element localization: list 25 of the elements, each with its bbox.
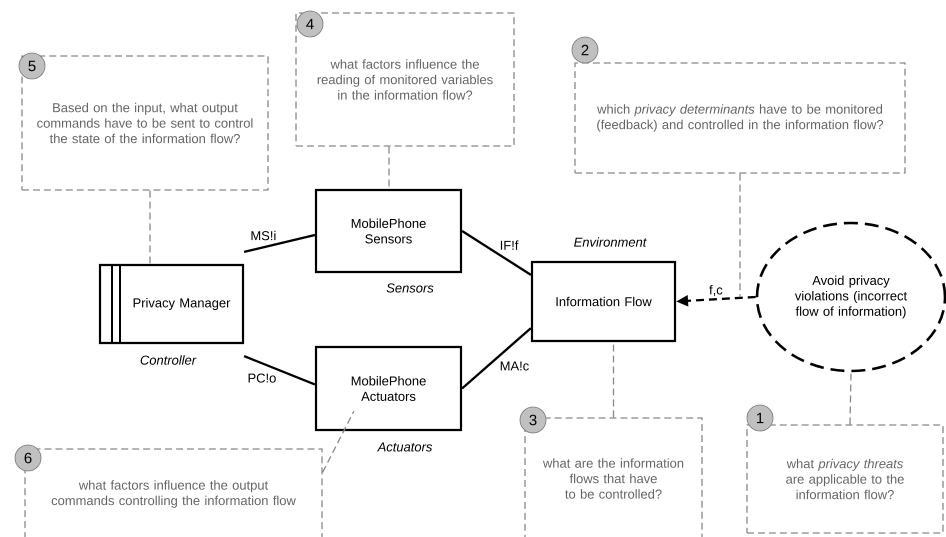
role-label: Environment xyxy=(574,237,647,247)
edge-label: MA!c xyxy=(500,361,529,371)
edge-label: PC!o xyxy=(248,373,276,383)
connector-line xyxy=(244,355,316,386)
connector-line xyxy=(244,234,316,253)
leader-line xyxy=(388,146,390,189)
question-box: what privacy threats are applicable to the information flow? xyxy=(746,424,944,534)
leader-line xyxy=(739,174,741,297)
role-label: Controller xyxy=(140,355,196,365)
leader-line xyxy=(849,372,852,424)
role-label: Sensors xyxy=(386,283,434,293)
question-box: which privacy determinants have to be monitored (feedback) and controlled in the information flow? xyxy=(574,62,906,174)
process-box: MobilePhone Sensors xyxy=(314,188,462,274)
leader-line xyxy=(322,410,354,473)
role-label: Actuators xyxy=(377,442,432,452)
process-box: Privacy Manager xyxy=(98,264,244,344)
connector-line xyxy=(462,230,532,276)
process-box: Information Flow xyxy=(530,260,676,342)
process-box: MobilePhone Actuators xyxy=(314,346,462,432)
edge-label: f,c xyxy=(709,285,722,296)
edge-label: MS!i xyxy=(251,230,276,240)
leader-line xyxy=(612,342,614,418)
leader-line xyxy=(149,190,151,264)
connector-line xyxy=(461,327,532,390)
edge-label: IF!f xyxy=(500,240,518,250)
